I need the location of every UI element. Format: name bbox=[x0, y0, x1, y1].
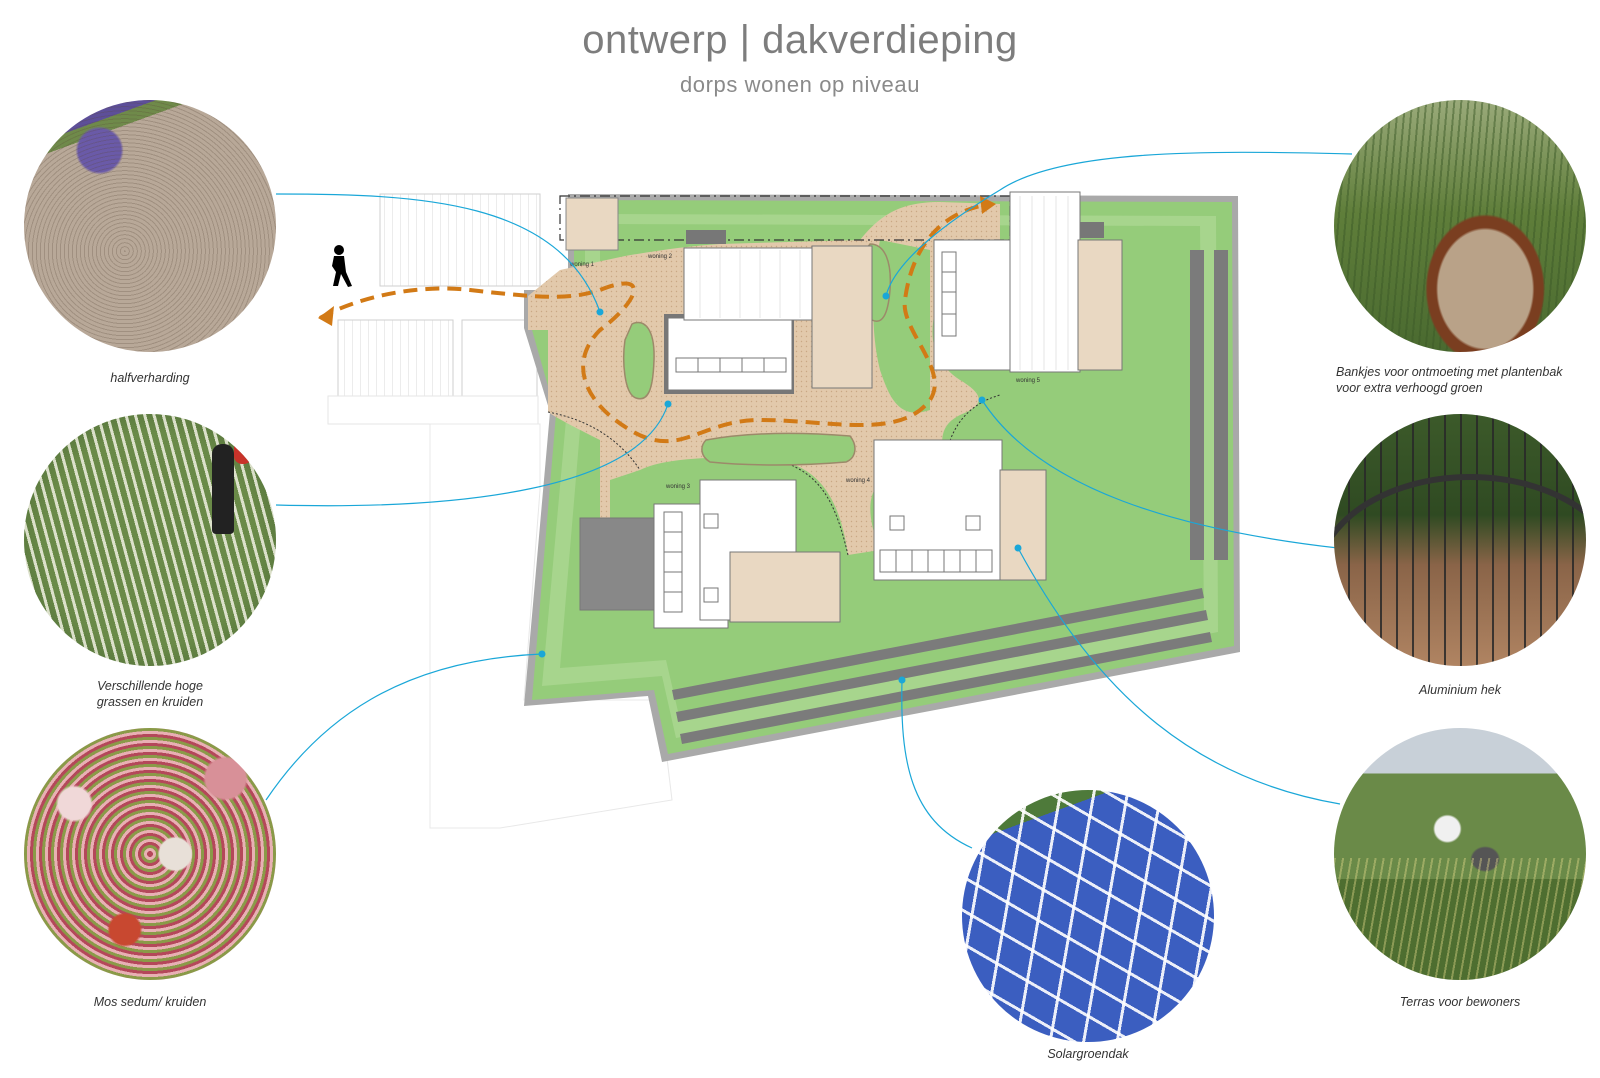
leader-bankjes bbox=[885, 151, 1353, 297]
neighbour-building-north bbox=[379, 193, 541, 287]
leader-lines bbox=[265, 151, 1353, 849]
page-title: ontwerp | dakverdieping bbox=[582, 18, 1018, 62]
neighbour-building-west bbox=[337, 319, 454, 401]
solar-row-south-1 bbox=[672, 588, 1204, 700]
photo-hek bbox=[1334, 414, 1586, 666]
page-subtitle: dorps wonen op niveau bbox=[679, 72, 921, 97]
label-woning-2: woning 2 bbox=[647, 254, 673, 260]
photo-bankjes bbox=[1334, 100, 1586, 352]
neighbouring-buildings bbox=[327, 193, 673, 829]
planter-west bbox=[623, 321, 655, 400]
route-arrow-west bbox=[318, 306, 334, 326]
photo-halfverharding bbox=[24, 100, 276, 352]
planter-south bbox=[701, 432, 856, 466]
photo-grassen bbox=[24, 414, 276, 666]
leader-halfverharding bbox=[275, 193, 601, 313]
caption-solar: Solargroendak bbox=[1047, 1047, 1129, 1061]
woning-5 bbox=[933, 191, 1123, 373]
planters bbox=[623, 243, 892, 466]
houses bbox=[565, 191, 1123, 629]
leader-sedum bbox=[265, 653, 543, 801]
caption-hek: Aluminium hek bbox=[1419, 683, 1501, 697]
walking-route bbox=[319, 204, 981, 444]
solar-row-east-1 bbox=[1190, 250, 1204, 560]
leader-solar bbox=[901, 679, 973, 849]
solar-row-east-2 bbox=[1214, 250, 1228, 560]
label-woning-1: woning 1 bbox=[569, 262, 595, 268]
caption-grassen-line1: Verschillende hoge bbox=[97, 679, 203, 693]
caption-terras: Terras voor bewoners bbox=[1399, 995, 1521, 1009]
caption-grassen-line2: grassen en kruiden bbox=[96, 695, 204, 709]
leader-dots bbox=[538, 292, 1022, 684]
caption-bankjes-line2: voor extra verhoogd groen bbox=[1336, 381, 1483, 395]
photo-terras bbox=[1334, 728, 1586, 980]
photo-sedum bbox=[24, 728, 276, 980]
woning-2 bbox=[664, 230, 873, 394]
caption-halfverharding: halfverharding bbox=[110, 371, 190, 385]
caption-bankjes-line1: Bankjes voor ontmoeting met plantenbak bbox=[1336, 365, 1563, 379]
caption-sedum: Mos sedum/ kruiden bbox=[93, 995, 207, 1009]
label-woning-4: woning 4 bbox=[845, 478, 871, 484]
woning-1-terrace bbox=[565, 197, 619, 251]
label-woning-5: woning 5 bbox=[1015, 378, 1041, 384]
leader-terras bbox=[1017, 547, 1341, 805]
caption-bankjes: Bankjes voor ontmoeting met plantenbak v… bbox=[1336, 364, 1600, 396]
label-woning-3: woning 3 bbox=[665, 484, 691, 490]
photo-solar bbox=[962, 790, 1214, 1042]
caption-grassen: Verschillende hoge grassen en kruiden bbox=[50, 678, 250, 710]
solar-row-south-3 bbox=[680, 632, 1212, 744]
pedestrian-icon bbox=[332, 245, 352, 287]
woning-3 bbox=[579, 479, 841, 629]
leader-grassen bbox=[275, 403, 669, 507]
pergola-outline bbox=[559, 195, 1011, 241]
woning-4 bbox=[873, 439, 1047, 581]
leader-hek bbox=[981, 399, 1339, 549]
